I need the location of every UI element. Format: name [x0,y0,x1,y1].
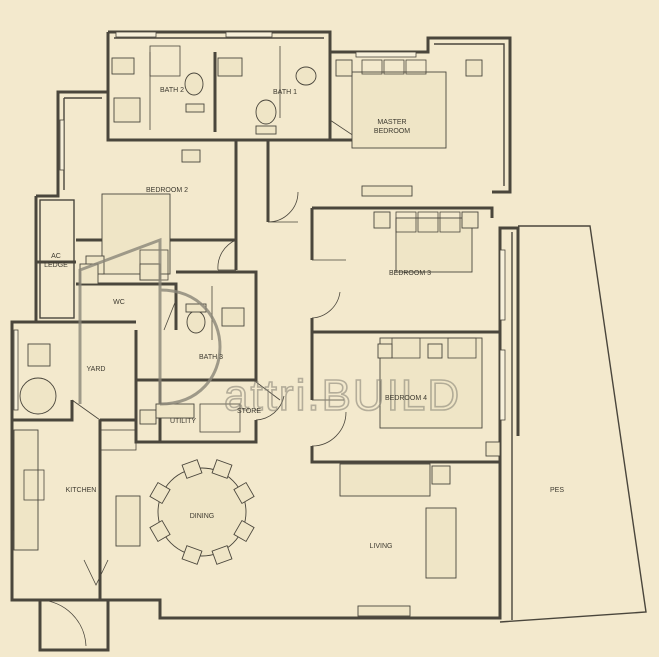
label-ac-ledge-2: LEDGE [44,262,68,269]
yard-kitchen-fixtures [13,343,157,551]
label-utility: UTILITY [170,418,196,425]
label-ac-ledge-1: AC [51,253,61,260]
label-pes: PES [550,487,564,494]
label-kitchen: KITCHEN [66,487,97,494]
label-yard: YARD [87,366,106,373]
watermark-text: attri.BUILD [224,371,461,420]
bedroom3-furniture [373,211,479,273]
label-store: STORE [237,408,261,415]
dining-set [149,459,255,565]
label-bath3: BATH 3 [199,354,223,361]
label-bedroom3: BEDROOM 3 [389,270,431,277]
label-bath2: BATH 2 [160,87,184,94]
label-bath1: BATH 1 [273,89,297,96]
attri-build-watermark: attri.BUILD [78,237,461,421]
living-furniture [339,463,457,617]
label-bedroom2: BEDROOM 2 [146,187,188,194]
label-master-bedroom-2: BEDROOM [374,128,410,135]
master-bed [335,59,483,197]
label-living: LIVING [370,543,393,550]
utility-store [155,403,241,433]
doors [39,119,361,650]
room-labels: BATH 2 BATH 1 MASTER BEDROOM BEDROOM 2 A… [44,87,564,550]
label-master-bedroom-1: MASTER [377,119,406,126]
bath-fixtures [111,45,317,135]
bedroom4-furniture [377,337,501,457]
label-wc: WC [113,299,125,306]
label-bedroom4: BEDROOM 4 [385,395,427,402]
label-dining: DINING [190,513,215,520]
wc-bath3-fixtures [79,263,245,380]
